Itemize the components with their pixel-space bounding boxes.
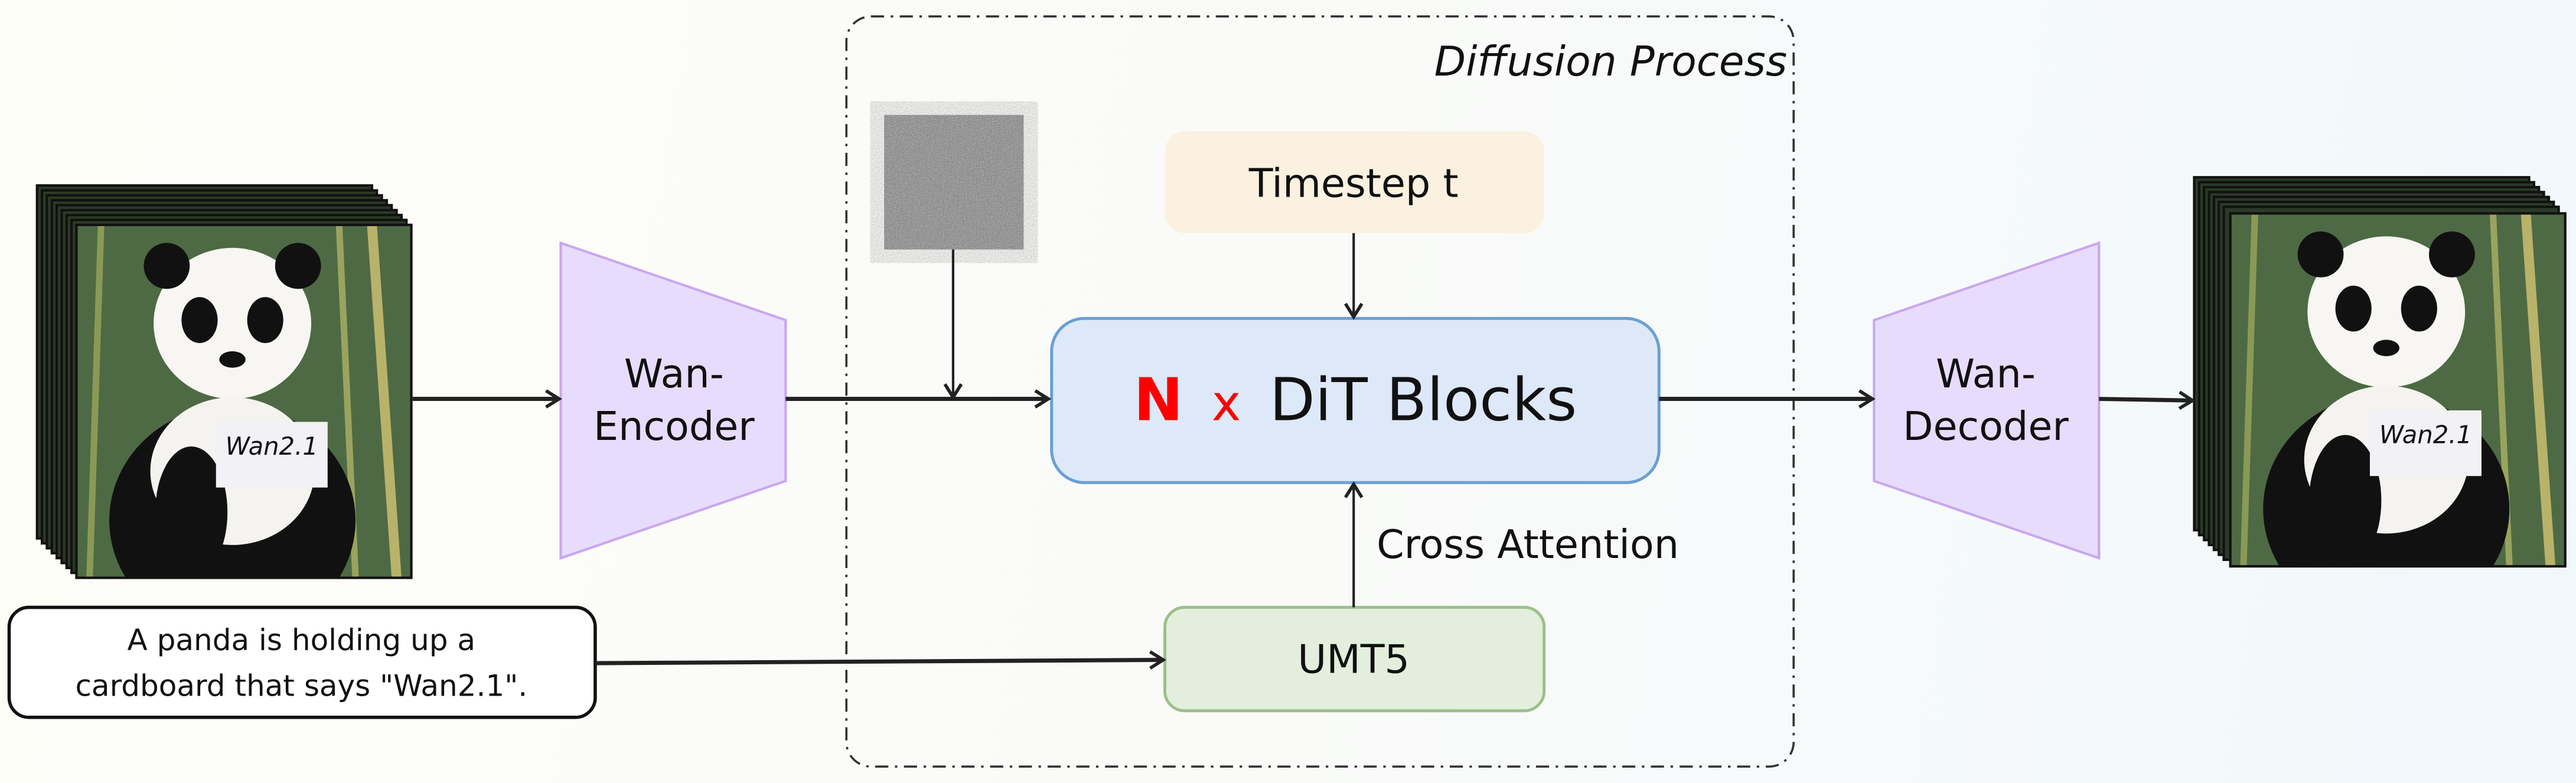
arrow-decoder-to-output <box>2099 390 2196 410</box>
prompt-box: A panda is holding up a cardboard that s… <box>7 605 597 719</box>
svg-text:N x DiT Blocks: N x DiT Blocks <box>1134 366 1577 435</box>
encoder-line2: Encoder <box>594 403 755 449</box>
dit-label: DiT Blocks <box>1270 366 1577 435</box>
wan-encoder: Wan- Encoder <box>559 241 787 560</box>
input-video-frames: Wan2.1 <box>35 184 413 635</box>
dit-n-label: N <box>1134 366 1183 435</box>
panda-sign-text: Wan2.1 <box>226 432 318 461</box>
diffusion-process-region: Diffusion Process <box>845 15 1795 768</box>
panda-sign-text: Wan2.1 <box>2379 420 2472 449</box>
wan-decoder: Wan- Decoder <box>1873 241 2101 560</box>
noise-latent <box>884 115 1024 250</box>
diffusion-process-border <box>845 15 1795 768</box>
cross-attention-label: Cross Attention <box>1377 521 1679 567</box>
panda-image <box>76 225 411 635</box>
encoder-line1: Wan- <box>624 351 724 397</box>
arrows <box>411 233 2196 670</box>
panda-image <box>2231 213 2565 624</box>
diffusion-process-title: Diffusion Process <box>1434 38 1787 86</box>
timestep-box: Timestep t <box>1165 131 1544 233</box>
prompt-line1: A panda is holding up a <box>128 623 476 657</box>
arrow-prompt-to-umt5 <box>595 650 1166 670</box>
timestep-label: Timestep t <box>1248 161 1459 207</box>
umt5-box: UMT5 <box>1163 606 1546 713</box>
umt5-label: UMT5 <box>1297 637 1410 683</box>
output-video-frames: Wan2.1 <box>2193 176 2567 624</box>
decoder-line1: Wan- <box>1936 351 2036 397</box>
dit-blocks-box: N x DiT Blocks <box>1050 317 1661 484</box>
prompt-line2: cardboard that says "Wan2.1". <box>75 669 527 703</box>
dit-x-label: x <box>1212 375 1241 432</box>
decoder-line2: Decoder <box>1903 403 2069 449</box>
